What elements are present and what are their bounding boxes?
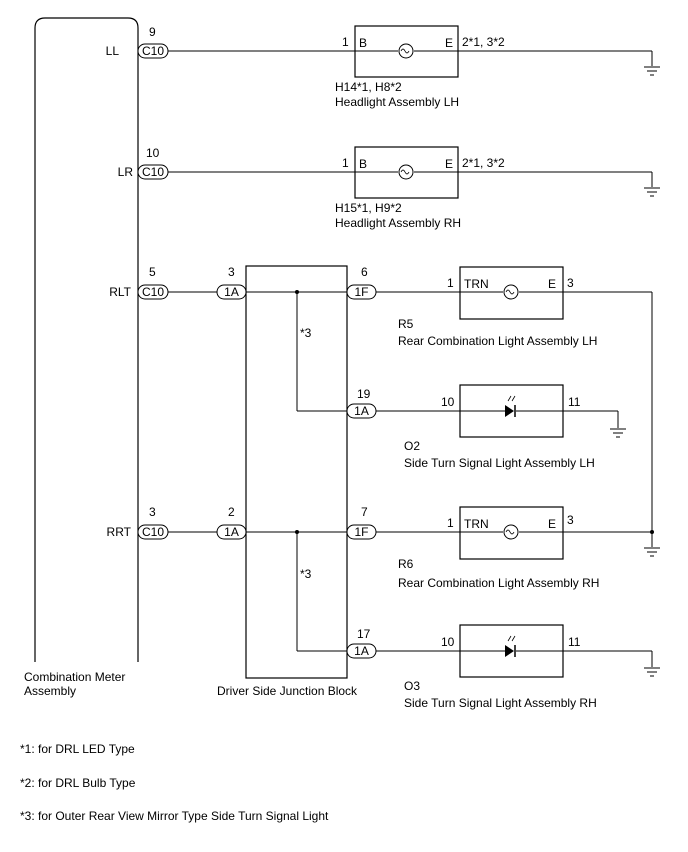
headlight-rh-pin-in: 1 [342,156,349,170]
bulb-icon [398,43,414,59]
footnote-3: *3: for Outer Rear View Mirror Type Side… [20,809,329,823]
bulb-icon [398,164,414,180]
connector-c10-label: C10 [142,285,164,299]
combination-meter-body [34,17,139,662]
side-rh-name: Side Turn Signal Light Assembly RH [404,696,597,710]
meter-label-line2: Assembly [24,684,76,698]
headlight-lh-term-in: B [359,36,367,50]
rear-rh-name: Rear Combination Light Assembly RH [398,576,599,590]
ground-icon [643,66,661,76]
rear-rh-code: R6 [398,557,414,571]
headlight-rh-code: H15*1, H9*2 [335,201,402,215]
headlight-rh-term-out: E [445,157,453,171]
connector-1a-label: 1A [354,404,369,418]
connector-c10-label: C10 [142,44,164,58]
led-icon [505,395,516,417]
jb-in-rrt-pin: 2 [228,505,235,519]
side-rh-pin-out: 11 [568,635,581,649]
signal-rrt: RRT [107,525,132,539]
signal-rlt: RLT [109,285,131,299]
connector-1f-label: 1F [354,285,368,299]
side-lh-code: O2 [404,439,420,453]
splice-point [650,530,654,534]
connector-1f-label: 1F [354,525,368,539]
jb-out-o3-pin: 17 [357,627,371,641]
jb-out-r6-pin: 7 [361,505,368,519]
meter-pin-rlt: 5 [149,265,156,279]
ground-icon [643,187,661,197]
rear-rh-pin-in: 1 [447,516,454,530]
ground-icon [609,428,627,438]
rear-rh-pin-out: 3 [567,513,574,527]
jb-in-rlt-pin: 3 [228,265,235,279]
footnote-1: *1: for DRL LED Type [20,742,135,756]
rear-lh-code: R5 [398,317,414,331]
rear-lh-pin-in: 1 [447,276,454,290]
connector-1a-label: 1A [224,285,239,299]
rear-rh-term-in: TRN [464,517,489,531]
headlight-rh-term-in: B [359,157,367,171]
bulb-icon [503,524,519,540]
meter-pin-ll: 9 [149,25,156,39]
headlight-lh-term-out: E [445,36,453,50]
meter-pin-rrt: 3 [149,505,156,519]
jb-note-mark: *3 [300,326,312,340]
connector-1a-label: 1A [224,525,239,539]
rear-lh-name: Rear Combination Light Assembly LH [398,334,597,348]
signal-lr: LR [118,165,134,179]
connector-c10-label: C10 [142,165,164,179]
jb-out-o2-pin: 19 [357,387,371,401]
rear-lh-term-in: TRN [464,277,489,291]
ground-icon [643,667,661,677]
headlight-lh-name: Headlight Assembly LH [335,95,459,109]
footnote-2: *2: for DRL Bulb Type [20,776,136,790]
jb-note-mark: *3 [300,567,312,581]
side-lh-pin-out: 11 [568,395,581,409]
headlight-rh-pin-out: 2*1, 3*2 [462,156,505,170]
ground-icon [643,547,661,557]
rear-lh-pin-out: 3 [567,276,574,290]
led-icon [505,635,516,657]
rear-lh-term-out: E [548,277,556,291]
bulb-icon [503,284,519,300]
headlight-lh-pin-in: 1 [342,35,349,49]
connector-c10-label: C10 [142,525,164,539]
meter-pin-lr: 10 [146,146,160,160]
rear-rh-term-out: E [548,517,556,531]
side-rh-code: O3 [404,679,420,693]
side-rh-pin-in: 10 [441,635,455,649]
signal-ll: LL [106,44,120,58]
headlight-lh-code: H14*1, H8*2 [335,80,402,94]
headlight-rh-name: Headlight Assembly RH [335,216,461,230]
headlight-lh-pin-out: 2*1, 3*2 [462,35,505,49]
connector-1a-label: 1A [354,644,369,658]
junction-block-label: Driver Side Junction Block [217,684,358,698]
side-lh-pin-in: 10 [441,395,455,409]
meter-label-line1: Combination Meter [24,670,125,684]
jb-out-r5-pin: 6 [361,265,368,279]
side-lh-name: Side Turn Signal Light Assembly LH [404,456,595,470]
